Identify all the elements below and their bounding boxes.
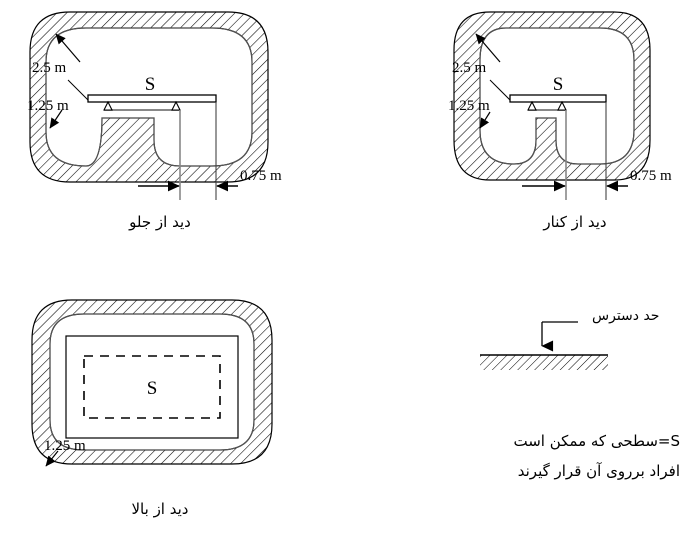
side-dim-bottom-offset: 0.75 m <box>630 168 672 184</box>
top-dim-edge-clearance: 1.25 m <box>44 438 86 454</box>
front-dim-bottom-offset: 0.75 m <box>240 168 282 184</box>
front-leader-125-up <box>67 79 89 101</box>
top-view-figure: S 1.25 m <box>31 299 273 467</box>
front-leader-25 <box>55 33 81 63</box>
legend-surface-note-line1: S=سطحی که ممکن است <box>513 432 680 450</box>
front-cavity-outline <box>45 27 253 167</box>
side-dim-height-clearance: 2.5 m <box>452 60 487 76</box>
side-leader-125-up <box>489 79 511 101</box>
top-surface-dashed-rectangle <box>83 355 221 419</box>
side-leader-25 <box>475 33 501 63</box>
side-view-caption: دید از کنار <box>543 213 607 231</box>
side-leader-125-down <box>479 111 491 129</box>
front-leader-125-down <box>49 109 63 129</box>
top-leader-125 <box>45 450 59 467</box>
side-platform-surface <box>509 94 607 103</box>
front-dim-height-clearance: 2.5 m <box>32 60 67 76</box>
legend-access-limit-label: حد دسترس <box>592 308 660 324</box>
top-cavity-outline <box>49 313 255 451</box>
side-support-left-icon <box>527 100 537 111</box>
legend-ground-hatch <box>480 355 608 370</box>
front-dim-side-clearance: 1.25 m <box>27 98 69 114</box>
legend-surface-note-line2: افراد برروی آن قرار گیرند <box>517 462 680 480</box>
front-support-right-icon <box>171 100 181 111</box>
front-surface-label: S <box>145 74 156 95</box>
side-support-right-icon <box>557 100 567 111</box>
top-view-caption: دید از بالا <box>131 500 189 518</box>
side-cavity-outline <box>479 27 635 165</box>
front-platform-surface <box>87 94 217 103</box>
side-dim-side-clearance: 1.25 m <box>448 98 490 114</box>
legend-access-limit-figure <box>480 321 608 370</box>
side-surface-label: S <box>553 74 564 95</box>
front-view-caption: دید از جلو <box>129 213 191 231</box>
front-view-figure: 0.75 m 2.5 m 1.25 m S <box>27 11 282 200</box>
top-inner-rectangle <box>65 335 239 439</box>
front-support-left-icon <box>103 100 113 111</box>
top-surface-label: S <box>147 378 158 399</box>
side-view-figure: 0.75 m 2.5 m 1.25 m S <box>448 11 672 200</box>
